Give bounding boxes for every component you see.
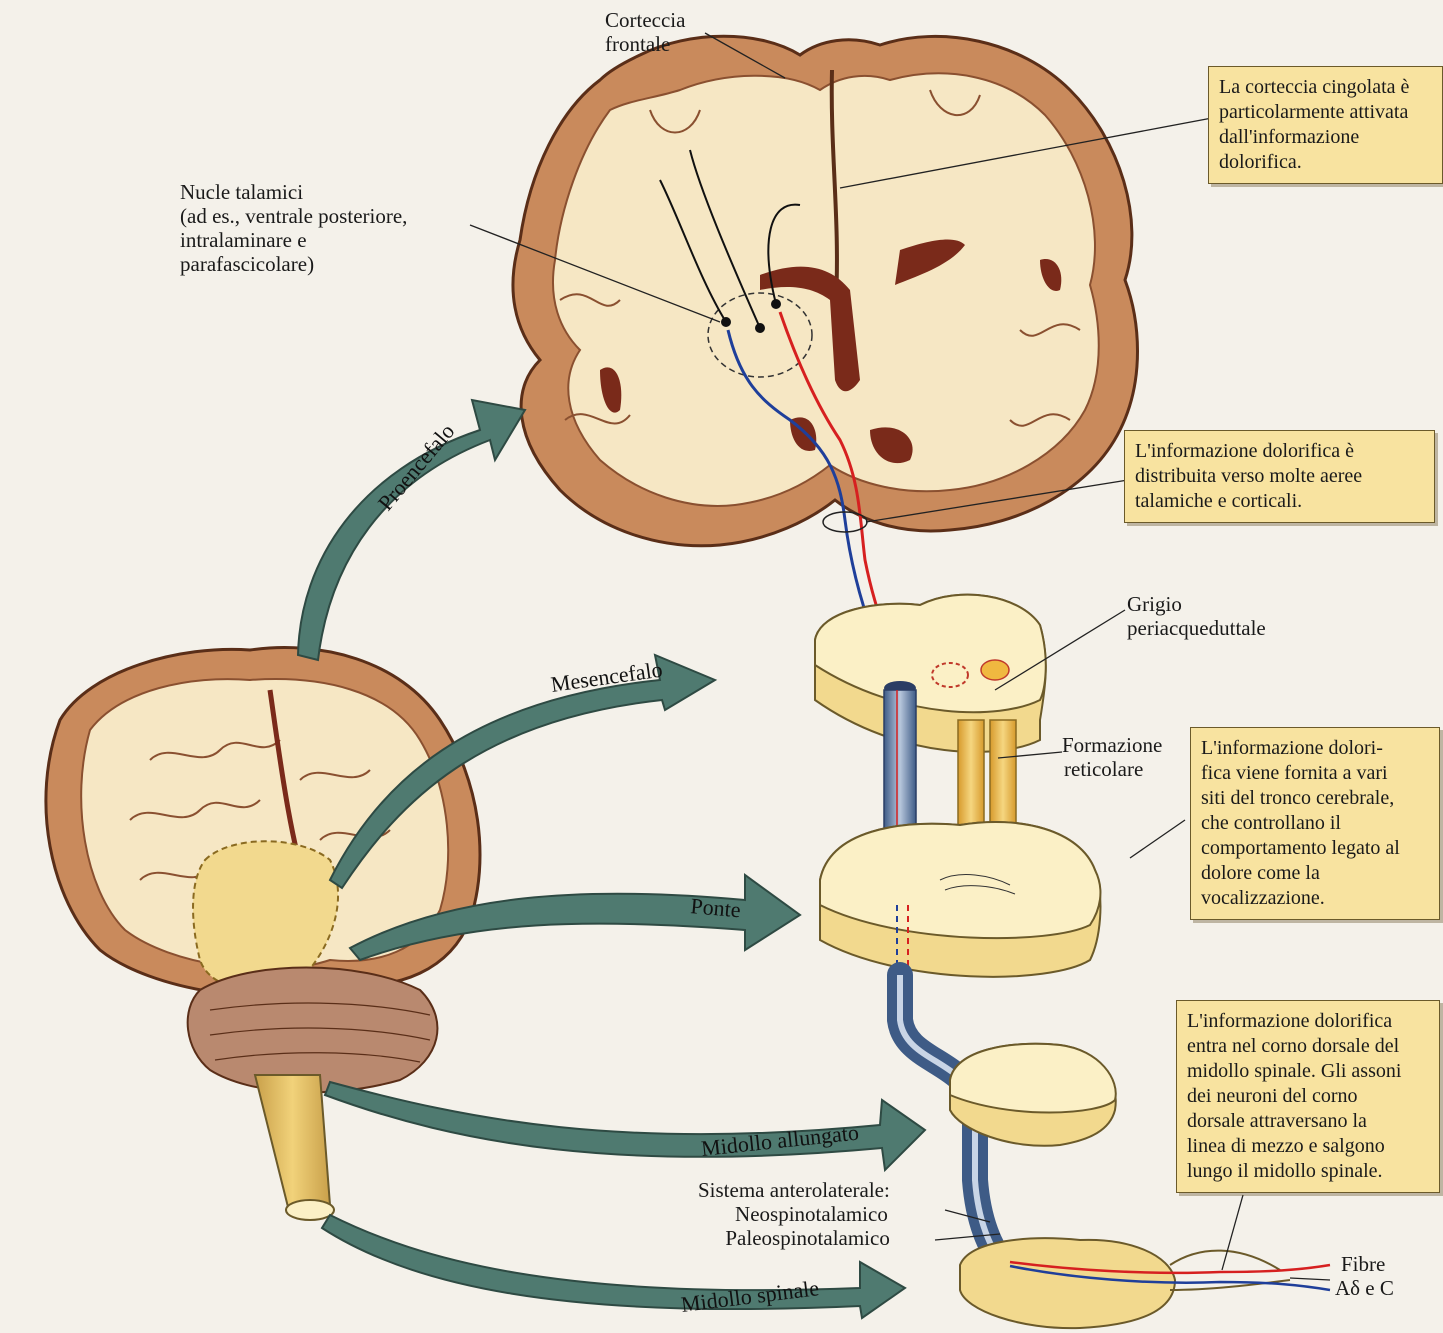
callout-line: L'informazione dolorifica [1187,1009,1429,1034]
callout-line: fica viene fornita a vari [1201,761,1429,786]
callout-line: comportamento legato al [1201,836,1429,861]
proencefalo-arrow [298,400,525,660]
ponte-label: Ponte [690,893,742,922]
label-line: periacqueduttale [1127,616,1266,640]
label-line: Nucle talamici [180,180,407,204]
callout-line: lungo il midollo spinale. [1187,1159,1429,1184]
label-line: intralaminare e [180,228,407,252]
callout-line: dall'informazione [1219,125,1432,150]
callout-line: L'informazione dolorifica è [1135,439,1424,464]
callout-line: La corteccia cingolata è [1219,75,1432,100]
callout-line: dei neuroni del corno [1187,1084,1429,1109]
callout-corno-dorsale: L'informazione dolorifica entra nel corn… [1176,1000,1440,1193]
callout-line: linea di mezzo e salgono [1187,1134,1429,1159]
spinal-cord-stem [255,1075,330,1215]
coronal-brain-section [513,36,1138,680]
label-formazione-reticolare: Formazione reticolare [1062,733,1162,781]
callout-corteccia-cingolata: La corteccia cingolata è particolarmente… [1208,66,1443,184]
label-line: (ad es., ventrale posteriore, [180,204,407,228]
label-line: Paleospinotalamico [698,1226,890,1250]
callout-tronco-cerebrale: L'informazione dolori- fica viene fornit… [1190,727,1440,920]
proencefalo-label: Proencefalo [373,419,460,516]
label-line: reticolare [1062,757,1162,781]
label-line: Sistema anterolaterale: [698,1178,890,1202]
callout-line: vocalizzazione. [1201,886,1429,911]
label-corteccia-frontale: Corteccia frontale [605,8,685,56]
callout-line: distribuita verso molte aeree [1135,464,1424,489]
label-line: parafascicolare) [180,252,407,276]
callout-line: L'informazione dolori- [1201,736,1429,761]
label-fibre: Fibre Aδ e C [1335,1252,1394,1300]
midollo-spinale-label: Midollo spinale [680,1275,821,1317]
label-sistema-anterolaterale: Sistema anterolaterale: Neospinotalamico… [698,1178,890,1250]
callout-distribuzione: L'informazione dolorifica è distribuita … [1124,430,1435,523]
medulla-slice [950,1044,1116,1146]
callout-line: dolore come la [1201,861,1429,886]
label-line: Grigio [1127,592,1266,616]
label-line: Fibre [1335,1252,1394,1276]
label-line: Neospinotalamico [698,1202,890,1226]
callout-line: midollo spinale. Gli assoni [1187,1059,1429,1084]
label-line: Formazione [1062,733,1162,757]
callout-line: siti del tronco cerebrale, [1201,786,1429,811]
cerebellum [188,968,438,1093]
callout-line: entra nel corno dorsale del [1187,1034,1429,1059]
label-line: Corteccia [605,8,685,32]
callout-line: dorsale attraversano la [1187,1109,1429,1134]
spinal-cord-slice [960,1238,1330,1328]
callout-line: talamiche e corticali. [1135,489,1424,514]
callout-line: dolorifica. [1219,150,1432,175]
label-line: frontale [605,32,685,56]
pons-slice [820,822,1100,977]
callout-line: particolarmente attivata [1219,100,1432,125]
label-grigio-periacqueduttale: Grigio periacqueduttale [1127,592,1266,640]
label-line: Aδ e C [1335,1276,1394,1300]
label-nuclei-talamici: Nucle talamici (ad es., ventrale posteri… [180,180,407,276]
callout-line: che controllano il [1201,811,1429,836]
